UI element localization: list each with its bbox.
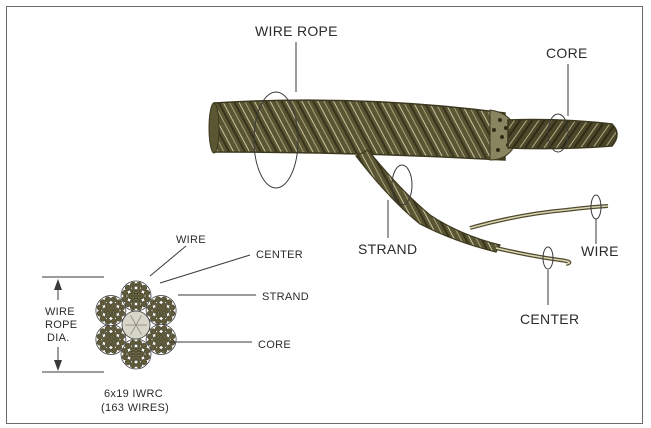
cs-caption-2: (163 WIRES) [101, 402, 169, 414]
dia-arrow-up-icon [54, 279, 62, 290]
cs-caption-1: 6x19 IWRC [104, 388, 163, 400]
dia-text-3: DIA. [47, 332, 70, 344]
dia-text-2: ROPE [45, 319, 77, 331]
center-wire [496, 248, 569, 264]
cross-section-strands [96, 281, 176, 369]
center-label: CENTER [520, 311, 579, 327]
dia-arrow-down-icon [54, 360, 62, 371]
outer-strand [96, 296, 126, 326]
leader-lines [296, 42, 596, 305]
cs-strand-label: STRAND [262, 291, 309, 303]
dia-text-1: WIRE [45, 306, 75, 318]
cs-center-label: CENTER [256, 249, 303, 261]
core-strand [508, 120, 617, 149]
unwound-strand [356, 150, 500, 252]
strand-label: STRAND [358, 241, 417, 257]
outer-strand [96, 325, 126, 355]
wire-rope-label: WIRE ROPE [255, 23, 338, 39]
single-wire [470, 206, 608, 228]
cs-wire-label: WIRE [176, 234, 206, 246]
outer-strand [146, 296, 176, 326]
cross-section: WIRE ROPE DIA. WIRE CENTER STRAND CORE 6… [42, 234, 309, 414]
wire-label: WIRE [581, 243, 619, 259]
cs-core-label: CORE [258, 339, 291, 351]
core-label: CORE [546, 45, 588, 61]
